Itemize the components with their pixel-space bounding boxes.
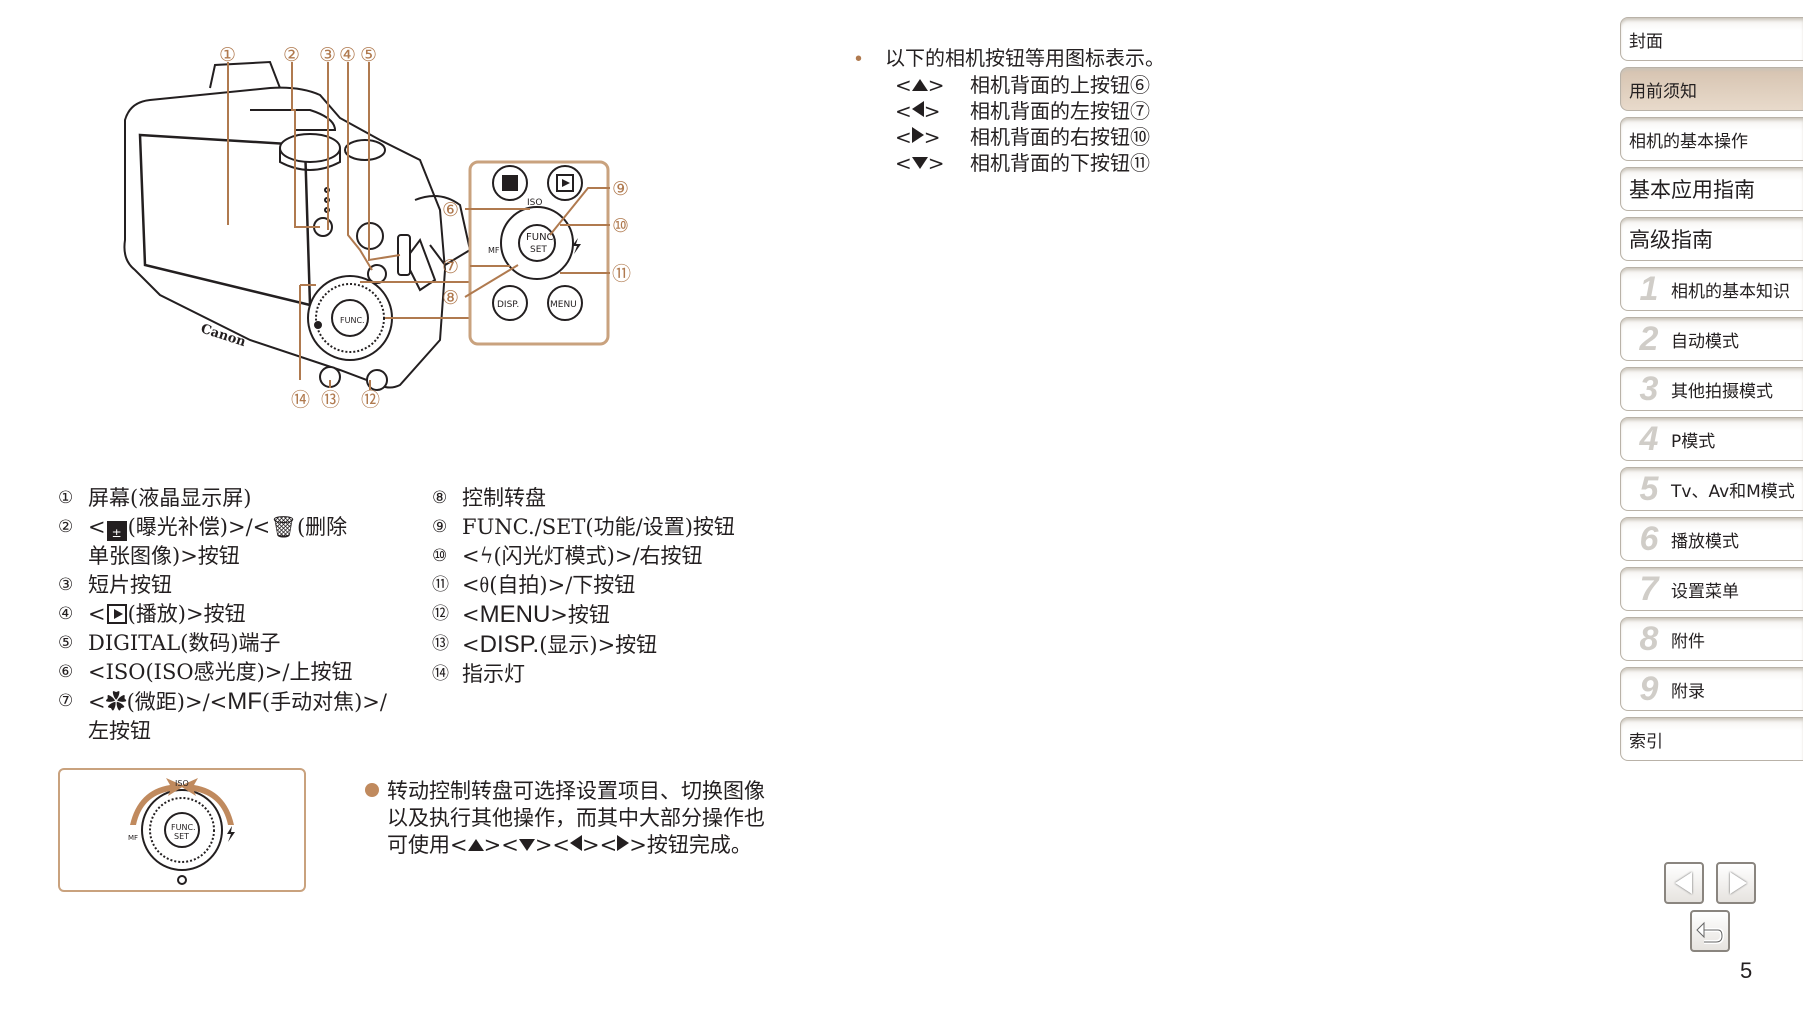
tab-cover[interactable]: 封面 [1620,17,1803,61]
legend-item: ⑬ <DISP.(显示)>按钮 [432,631,658,658]
set-button-label: SET [530,245,547,255]
control-dial-illustration: FUNC. SET ISO MF [58,768,306,892]
play-button-icon [562,179,570,187]
dial-note: 转动控制转盘可选择设置项目、切换图像 以及执行其他操作，而其中大部分操作也 可使… [365,778,825,859]
flash-icon [572,238,581,254]
tab-basic-operations[interactable]: 相机的基本操作 [1620,117,1803,161]
tab-before-use[interactable]: 用前须知 [1620,67,1803,111]
mapping-row: <>相机背面的上按钮⑥ [895,73,1150,97]
iso-label: ISO [527,198,542,208]
trash-icon: 🗑 [270,515,297,539]
mapping-row: <>相机背面的左按钮⑦ [895,99,1150,123]
right-arrow-icon [617,835,630,851]
next-page-button[interactable] [1716,862,1756,904]
self-timer-icon [177,875,187,885]
legend-item: ⑩ <ϟ(闪光灯模式)>/右按钮 [432,544,703,568]
macro-icon: ✿ [105,690,127,714]
callout-6: ⑥ [442,199,459,221]
dial-mf-label: MF [128,834,138,842]
camera-func-label: FUNC. [340,316,365,325]
callout-13: ⑬ [321,389,340,411]
return-button[interactable] [1690,910,1730,952]
exposure-compensation-icon: ± [106,521,127,541]
tab-advanced-guide[interactable]: 高级指南 [1620,217,1803,261]
flash-icon [227,826,235,842]
legend-item: ② <±(曝光补偿)>/<🗑(删除单张图像)>按钮 [58,515,348,568]
left-arrow-icon [570,835,583,851]
up-arrow-icon [911,79,928,91]
flash-icon: ϟ [479,544,494,568]
tab-basic-guide[interactable]: 基本应用指南 [1620,167,1803,211]
callout-14: ⑭ [291,389,310,411]
legend-item: ⑫ <MENU>按钮 [432,601,610,628]
camera-back-diagram: Canon FUNC. FUNC. SET ISO MF MENU DISP. [123,44,631,411]
func-button-label: FUNC. [526,232,557,243]
down-arrow-icon [518,839,535,851]
chevron-left-icon [1675,872,1692,894]
chevron-right-icon [1730,872,1747,894]
lcd-screen [138,133,312,307]
callout-2: ② [283,44,300,66]
left-arrow-icon [911,101,924,117]
disp-button-label: DISP. [497,300,519,310]
dial-func-label: FUNC. [171,823,196,832]
callout-4: ④ [339,44,356,66]
mf-label: MF [488,246,500,255]
legend-item: ⑪ <ᦲ(自拍)>/下按钮 [432,573,636,597]
prev-page-button[interactable] [1664,862,1704,904]
rotate-left-arrow [130,778,184,825]
mapping-row: <>相机背面的下按钮⑪ [895,151,1150,175]
tab-index[interactable]: 索引 [1620,717,1803,761]
bullet: • [855,48,863,70]
exposure-compensation-button-icon [502,175,518,191]
play-icon [106,604,127,624]
bullet-dot [365,783,379,797]
legend-item: ④ <(播放)>按钮 [58,602,246,626]
legend-item: ⑦ <✿(微距)>/<MF(手动对焦)>/左按钮 [58,688,387,743]
notes-intro: 以下的相机按钮等用图标表示。 [885,46,1165,70]
callout-11: ⑪ [612,263,631,285]
right-arrow-icon [911,127,924,143]
button-icon-notes: •以下的相机按钮等用图标表示。 <>相机背面的上按钮⑥ <>相机背面的左按钮⑦ … [855,45,1165,176]
page-number: 5 [1740,958,1753,983]
dial-iso-label: ISO [175,779,189,788]
mapping-row: <>相机背面的右按钮⑩ [895,125,1150,149]
menu-button-label: MENU [550,300,577,310]
callout-7: ⑦ [442,256,459,278]
callout-8: ⑧ [442,287,459,309]
dial-set-label: SET [174,832,189,841]
callout-5: ⑤ [360,44,377,66]
return-icon [1696,921,1725,944]
rotate-right-arrow [180,778,234,825]
callout-3: ③ [319,44,336,66]
down-arrow-icon [911,157,928,169]
callout-12: ⑫ [361,389,380,411]
self-timer-icon: ᦲ [479,573,490,597]
up-arrow-icon [467,839,484,851]
callout-9: ⑨ [612,178,629,200]
callout-10: ⑩ [612,215,629,237]
callout-1: ① [219,44,236,66]
legend-item: ⑥<ISO(ISO感光度)>/上按钮 [58,660,353,684]
